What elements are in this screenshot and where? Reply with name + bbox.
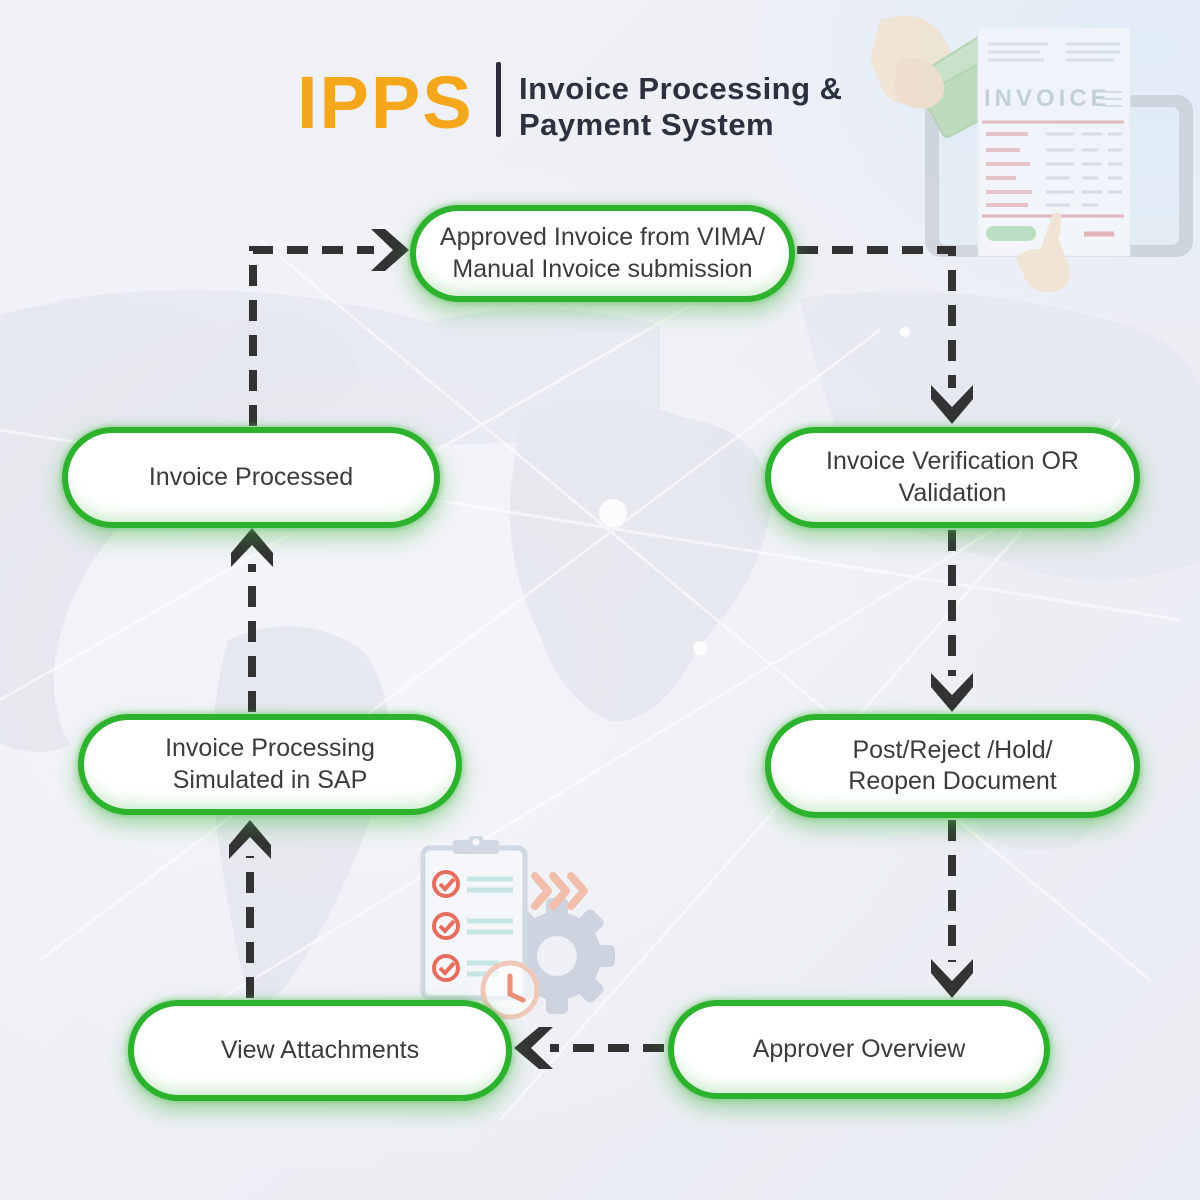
- node-label: Approved Invoice from VIMA/: [439, 223, 766, 251]
- logo-divider: [496, 62, 501, 137]
- node-label: Validation: [898, 478, 1007, 507]
- node-label: Invoice Verification OR: [826, 447, 1079, 475]
- node-label: Post/Reject /Hold/: [852, 735, 1053, 764]
- node-invoice-processed: Invoice Processed: [62, 427, 440, 528]
- node-label: Invoice Processing: [165, 734, 375, 762]
- app-title: Invoice Processing & Payment System: [519, 71, 843, 143]
- invoice-label: INVOICE: [984, 85, 1111, 112]
- node-invoice-processing-sap: Invoice Processing Simulated in SAP: [78, 714, 462, 815]
- node-approved-invoice-submission: Approved Invoice from VIMA/ Manual Invoi…: [410, 205, 795, 302]
- node-label: View Attachments: [220, 1035, 420, 1064]
- node-post-reject-hold-reopen: Post/Reject /Hold/ Reopen Document: [765, 714, 1140, 818]
- node-label: Approver Overview: [752, 1034, 966, 1063]
- app-title-line1: Invoice Processing &: [519, 71, 843, 106]
- node-label: Manual Invoice submission: [452, 254, 753, 283]
- node-label: Reopen Document: [848, 767, 1057, 795]
- node-view-attachments: View Attachments: [128, 1000, 512, 1101]
- node-invoice-verification: Invoice Verification OR Validation: [765, 427, 1140, 528]
- node-label: Invoice Processed: [148, 462, 354, 491]
- node-label: Simulated in SAP: [172, 765, 368, 794]
- app-title-line2: Payment System: [519, 106, 775, 142]
- checklist-gear-illustration: [420, 836, 615, 1020]
- invoice-tablet-illustration: INVOICE: [870, 15, 1193, 293]
- app-logo: IPPS: [297, 61, 474, 144]
- node-approver-overview: Approver Overview: [668, 1000, 1050, 1099]
